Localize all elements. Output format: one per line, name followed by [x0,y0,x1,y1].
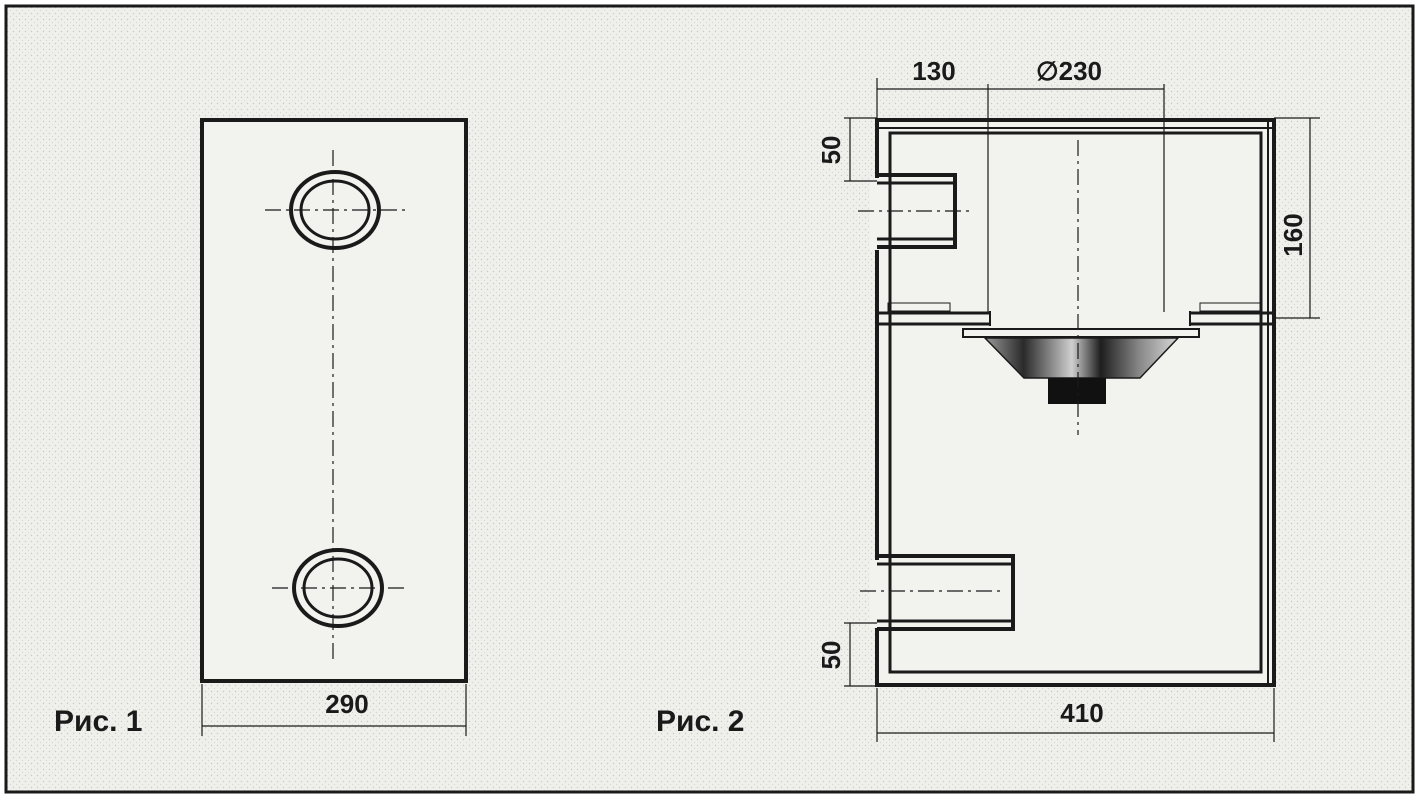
cabinet-width-label: 410 [1060,698,1103,728]
diameter-dimension-label: ∅230 [1036,56,1102,86]
upper-port-dimension: 50 [816,117,877,182]
lower-port-tube [860,554,1015,631]
speaker-driver [962,140,1200,435]
upper-port-dimension-label: 50 [816,136,846,165]
speaker-cone [983,337,1180,379]
top-port-hole [265,170,405,250]
upper-port-tube [858,173,970,250]
top-dimensions: 130 ∅230 [876,56,1165,312]
front-width-dimension: 290 [201,684,467,736]
cabinet-width-dimension: 410 [876,688,1275,742]
cabinet-inner-wall [888,131,1263,674]
upper-chamber-dimension: 160 [1274,117,1320,319]
front-panel-outline [200,118,468,683]
front-width-label: 290 [325,689,368,719]
figure-2-caption: Рис. 2 [656,705,745,738]
lower-port-dimension: 50 [816,622,877,687]
speaker-magnet [1048,378,1106,404]
figure-1-caption: Рис. 1 [54,705,143,738]
offset-dimension-label: 130 [912,56,955,86]
lower-port-dimension-label: 50 [816,641,846,670]
inner-baffle [877,302,1274,326]
upper-chamber-dimension-label: 160 [1278,213,1308,256]
figure-2-section-view: 130 ∅230 50 160 50 410 [656,56,1320,742]
bottom-port-hole [272,548,408,628]
figure-1-front-panel: 290 Рис. 1 [54,118,468,738]
speaker-flange [962,328,1200,338]
